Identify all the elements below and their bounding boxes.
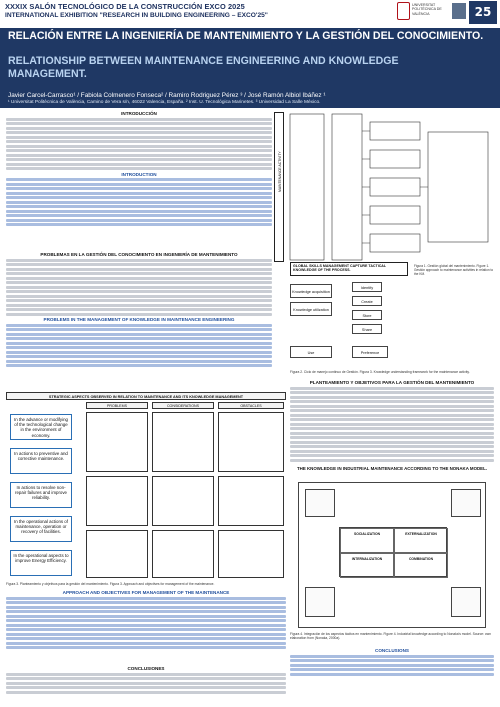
event-title: XXXIX SALÓN TECNOLÓGICO DE LA CONSTRUCCI… [5, 2, 245, 11]
figure-4: SOCIALIZATION EXTERNALIZATION INTERNALIZ… [298, 482, 486, 628]
figure-2-box: Identify [352, 282, 382, 292]
figure-2-caption: Figura 2. Ciclo de manejo continuo de Ge… [290, 370, 470, 374]
figure-4-caption: Figura 4. Integración de los aspectos tá… [290, 632, 491, 640]
figure-3-cell [86, 476, 148, 526]
maintenance-activity-label: MAINTENANCE ACTIVITY [278, 151, 282, 192]
conclusions-section: CONCLUSIONS [290, 648, 494, 677]
figure-3-cell [152, 412, 214, 472]
nonaka-matrix: SOCIALIZATION EXTERNALIZATION INTERNALIZ… [339, 527, 448, 578]
figure-3-cell [86, 412, 148, 472]
figure-2-box: Preference [352, 346, 388, 358]
planning-heading: PLANTEAMIENTO Y OBJETIVOS PARA LA GESTIÓ… [309, 380, 475, 385]
event-header: XXXIX SALÓN TECNOLÓGICO DE LA CONSTRUCCI… [0, 0, 500, 27]
figure-3-cell [86, 530, 148, 578]
figure-3-table: PROBLEMS CONSIDERATIONS OBSTACLES In the… [6, 402, 286, 580]
figure-2-box: Use [290, 346, 332, 358]
figure-3-cell [218, 412, 284, 472]
figure-3-cell [152, 476, 214, 526]
problems-heading-en: PROBLEMS IN THE MANAGEMENT OF KNOWLEDGE … [43, 317, 235, 322]
figure-4-title: THE KNOWLEDGE IN INDUSTRIAL MAINTENANCE … [296, 466, 487, 471]
problems-heading-es: PROBLEMAS EN LA GESTIÓN DEL CONOCIMIENTO… [40, 252, 238, 257]
figure-2-box: Knowledge utilization [290, 302, 332, 316]
authors: Javier Carcel-Carrasco¹ / Fabiola Colmen… [8, 92, 326, 99]
figure-1 [288, 112, 494, 262]
intro-heading-en: INTRODUCTION [121, 171, 157, 177]
figure-2-box: Store [352, 310, 382, 320]
title-banner [0, 28, 500, 108]
approach-section: APPROACH AND OBJECTIVES FOR MANAGEMENT O… [6, 590, 286, 651]
introduction-section: INTRODUCCIÓN INTRODUCTION [6, 111, 272, 228]
conclusions-heading: CONCLUSIONS [375, 648, 409, 653]
figure-2-box: Create [352, 296, 382, 306]
figure-3-header: CONSIDERATIONS [152, 402, 214, 409]
planning-section: PLANTEAMIENTO Y OBJETIVOS PARA LA GESTIÓ… [290, 380, 494, 463]
figure-3-row-label: In the operational actions of maintenanc… [10, 516, 72, 542]
exco-badge: 25 [469, 1, 497, 24]
figure-3-row-label: In actions to resolve non-repair failure… [10, 482, 72, 508]
figure-3-header: OBSTACLES [218, 402, 284, 409]
figure-3-caption: Figura 3. Planteamiento y objetivos para… [6, 582, 215, 586]
problems-section: PROBLEMAS EN LA GESTIÓN DEL CONOCIMIENTO… [6, 252, 272, 369]
figure-2: Knowledge acquisition Knowledge utilizat… [290, 280, 414, 368]
figure-3-title: STRATEGIC ASPECTS OBSERVED IN RELATION T… [6, 392, 286, 400]
university-logo-icon [397, 2, 410, 20]
skills-management-box: GLOBAL SKILLS MANAGEMENT CAPTURE TACTICA… [290, 262, 408, 276]
nonaka-side-box [305, 489, 335, 517]
figure-1-caption: Figura 1. Gestión global del mantenimien… [414, 264, 494, 276]
figure-3-cell [218, 476, 284, 526]
intro-heading-es: INTRODUCCIÓN [121, 111, 157, 116]
title-spanish: RELACIÓN ENTRE LA INGENIERÍA DE MANTENIM… [8, 30, 484, 42]
nonaka-cell: SOCIALIZATION [340, 528, 394, 553]
university-logo-text: UNIVERSITAT POLITÈCNICA DE VALÈNCIA [412, 3, 442, 16]
figure-2-box: Share [352, 324, 382, 334]
figure-3-row-label: In actions to preventive and corrective … [10, 448, 72, 474]
maintenance-activity-bar: MAINTENANCE ACTIVITY [274, 112, 284, 262]
figure-3-row-label: In the advance or modifying of the techn… [10, 414, 72, 440]
figure-3-cell [152, 530, 214, 578]
figure-3-row-label: In the operational aspects to improve En… [10, 550, 72, 576]
figure-1-diagram [289, 113, 489, 261]
conclusiones-section: CONCLUSIONES [6, 666, 286, 695]
event-subtitle: INTERNATIONAL EXHIBITION "RESEARCH IN BU… [5, 12, 268, 19]
nonaka-cell: EXTERNALIZATION [394, 528, 448, 553]
figure-2-box: Knowledge acquisition [290, 284, 332, 298]
nonaka-cell: COMBINATION [394, 553, 448, 578]
approach-heading: APPROACH AND OBJECTIVES FOR MANAGEMENT O… [62, 590, 230, 595]
affiliation: ¹ Universitat Politècnica de València, C… [8, 100, 321, 105]
nonaka-side-box [451, 587, 481, 617]
nonaka-side-box [451, 489, 481, 517]
second-logo-icon [452, 3, 466, 19]
title-english: RELATIONSHIP BETWEEN MAINTENANCE ENGINEE… [8, 55, 399, 80]
figure-3-header: PROBLEMS [86, 402, 148, 409]
figure-3-cell [218, 530, 284, 578]
nonaka-cell: INTERNALIZATION [340, 553, 394, 578]
conclusiones-heading: CONCLUSIONES [127, 666, 165, 671]
nonaka-side-box [305, 587, 335, 617]
